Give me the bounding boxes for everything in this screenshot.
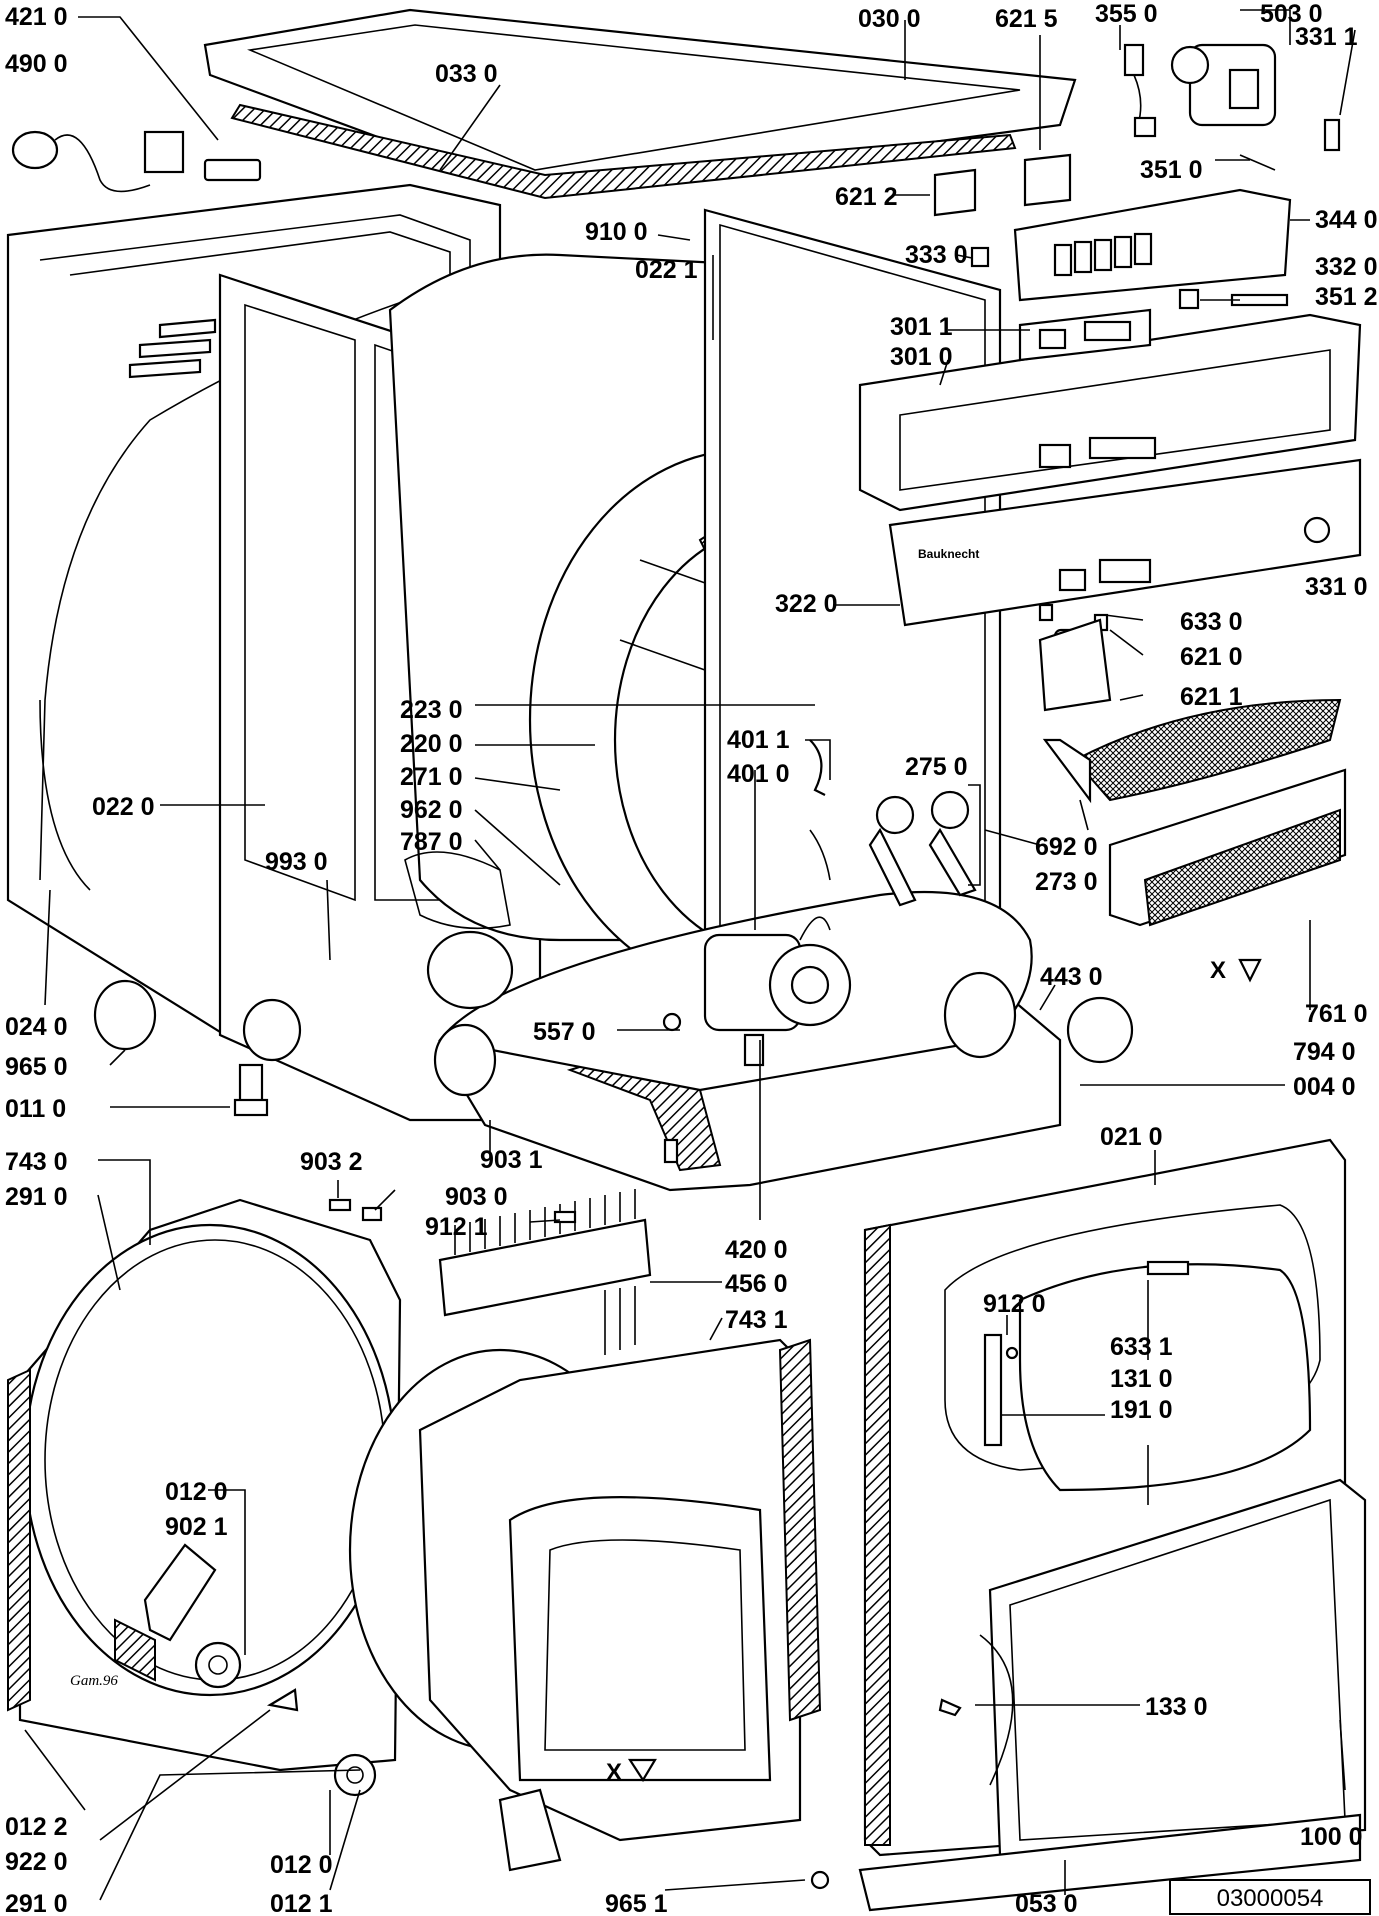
part-label-p5030: 503 0	[1260, 0, 1323, 28]
part-label-p4430: 443 0	[1040, 963, 1103, 991]
part-label-p3220: 322 0	[775, 590, 838, 618]
part-label-p6215: 621 5	[995, 5, 1058, 33]
part-label-p4010: 401 0	[727, 760, 790, 788]
part-label-p7431: 743 1	[725, 1306, 788, 1334]
part-label-p6210: 621 0	[1180, 643, 1243, 671]
power-cord	[11, 130, 262, 193]
top-cover	[203, 8, 1077, 200]
direction-mark-2: X	[606, 1759, 622, 1786]
part-label-p3510: 351 0	[1140, 156, 1203, 184]
part-label-p2200: 220 0	[400, 730, 463, 758]
part-label-p9031: 903 1	[480, 1146, 543, 1174]
part-label-p6211: 621 1	[1180, 683, 1243, 711]
small-parts-top-right	[1123, 43, 1341, 307]
part-label-p0120a: 012 0	[165, 1478, 228, 1506]
part-label-p0121: 012 1	[270, 1890, 333, 1916]
front-bearing-shield	[333, 1338, 830, 1890]
part-label-p4200: 420 0	[725, 1236, 788, 1264]
part-label-p0220: 022 0	[92, 793, 155, 821]
part-label-p2750: 275 0	[905, 753, 968, 781]
brand-mark: Bauknecht	[918, 547, 979, 561]
direction-mark-1: X	[1210, 957, 1226, 984]
part-label-p9100: 910 0	[585, 218, 648, 246]
electronics-board	[933, 153, 1292, 310]
leader-lines	[24, 9, 1356, 1901]
part-label-p1910: 191 0	[1110, 1396, 1173, 1424]
part-label-p0221: 022 1	[635, 256, 698, 284]
part-label-p4560: 456 0	[725, 1270, 788, 1298]
tension-roller-assembly	[809, 784, 981, 907]
part-label-p3512: 351 2	[1315, 283, 1378, 311]
part-label-p7940: 794 0	[1293, 1038, 1356, 1066]
part-label-p1310: 131 0	[1110, 1365, 1173, 1393]
part-label-p0120b: 012 0	[270, 1851, 333, 1879]
part-label-p3320: 332 0	[1315, 253, 1378, 281]
part-label-p6330: 633 0	[1180, 608, 1243, 636]
part-label-p9032: 903 2	[300, 1148, 363, 1176]
direction-arrows: X X	[266, 957, 1262, 1786]
part-label-p3310: 331 0	[1305, 573, 1368, 601]
part-label-p4900: 490 0	[5, 50, 68, 78]
middle-small-parts	[93, 603, 1134, 1117]
part-label-p0110: 011 0	[5, 1095, 66, 1123]
part-label-p9930: 993 0	[265, 848, 328, 876]
part-label-p5570: 557 0	[533, 1018, 596, 1046]
part-label-p7610: 761 0	[1305, 1000, 1368, 1028]
control-panel: Bauknecht	[858, 308, 1362, 627]
part-label-p4210: 421 0	[5, 3, 68, 31]
part-label-p6920: 692 0	[1035, 833, 1098, 861]
part-label-p6212: 621 2	[835, 183, 898, 211]
part-label-p1000: 100 0	[1300, 1823, 1363, 1851]
part-label-p0330: 033 0	[435, 60, 498, 88]
part-label-p1330: 133 0	[1145, 1693, 1208, 1721]
document-number: 03000054	[1217, 1885, 1324, 1912]
part-label-p3330: 333 0	[905, 241, 968, 269]
part-label-p0300: 030 0	[858, 5, 921, 33]
motor	[703, 916, 852, 1032]
part-label-p9120: 912 0	[983, 1290, 1046, 1318]
part-label-p3550: 355 0	[1095, 0, 1158, 28]
part-label-p9121: 912 1	[425, 1213, 488, 1241]
part-label-p3311: 331 1	[1295, 23, 1358, 51]
part-label-p9651: 965 1	[605, 1890, 668, 1916]
part-label-p3010: 301 0	[890, 343, 953, 371]
rear-wall: Gam.96	[7, 1198, 402, 1772]
part-label-p9021: 902 1	[165, 1513, 228, 1541]
part-label-p7430: 743 0	[5, 1148, 68, 1176]
part-label-p2910b: 291 0	[5, 1890, 68, 1916]
part-label-p0530: 053 0	[1015, 1890, 1078, 1916]
lint-filter	[1042, 698, 1347, 927]
document-number-box: 03000054	[1169, 1879, 1371, 1915]
part-label-p2710: 271 0	[400, 763, 463, 791]
part-label-p0122: 012 2	[5, 1813, 68, 1841]
part-label-p2910: 291 0	[5, 1183, 68, 1211]
part-label-p0240: 024 0	[5, 1013, 68, 1041]
part-label-p9030: 903 0	[445, 1183, 508, 1211]
part-label-p3440: 344 0	[1315, 206, 1378, 234]
part-label-p9620: 962 0	[400, 796, 463, 824]
door-frame	[858, 1138, 1367, 1912]
part-label-p9220: 922 0	[5, 1848, 68, 1876]
part-label-p7870: 787 0	[400, 828, 463, 856]
part-label-p0040: 004 0	[1293, 1073, 1356, 1101]
part-label-p6331: 633 1	[1110, 1333, 1173, 1361]
part-label-p2230: 223 0	[400, 696, 463, 724]
part-label-p2730: 273 0	[1035, 868, 1098, 896]
part-label-p4011: 401 1	[727, 726, 790, 754]
part-label-p9650: 965 0	[5, 1053, 68, 1081]
part-label-p3011: 301 1	[890, 313, 953, 341]
rear-panel-mark: Gam.96	[70, 1673, 118, 1689]
part-label-p0210: 021 0	[1100, 1123, 1163, 1151]
heating-element	[328, 1189, 652, 1355]
